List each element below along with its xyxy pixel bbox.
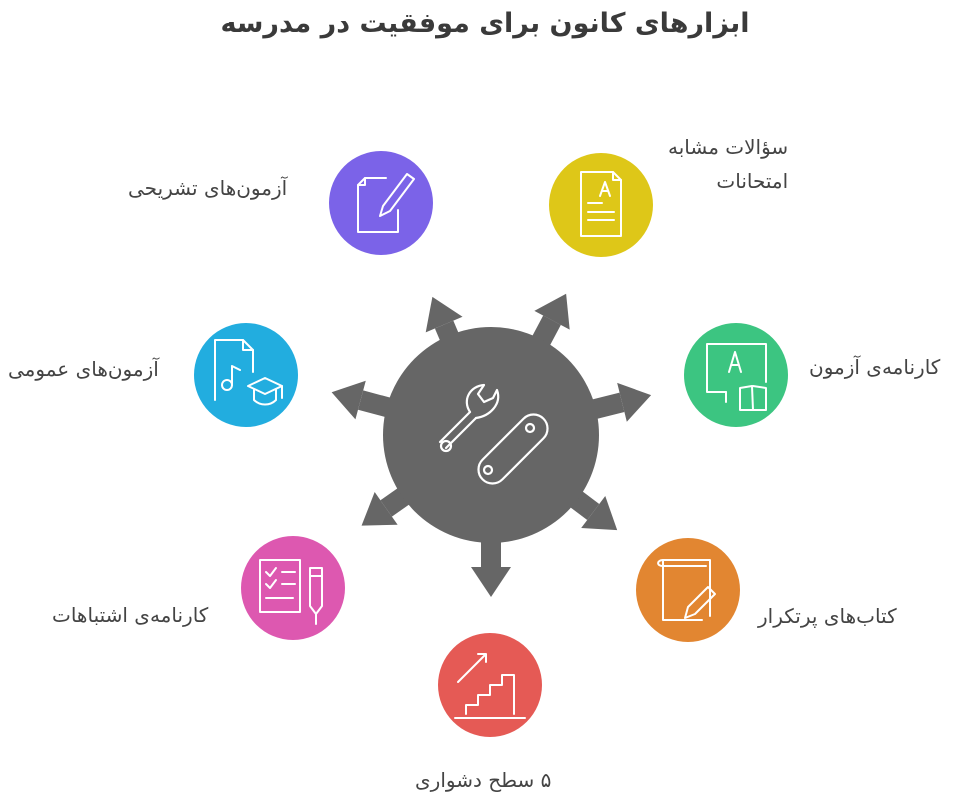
label-similar-questions: سؤالات مشابه امتحانات — [668, 130, 788, 198]
center-hub — [383, 327, 599, 543]
item-five-levels — [438, 633, 542, 737]
label-similar-questions-line1: سؤالات مشابه — [668, 135, 789, 159]
label-exam-report: کارنامه‌ی آزمون — [809, 355, 941, 379]
tools-icon — [438, 383, 549, 485]
label-similar-questions-line2: امتحانات — [716, 169, 789, 193]
item-frequent-books — [636, 538, 740, 642]
item-descriptive-tests — [329, 151, 433, 255]
label-descriptive-tests: آزمون‌های تشریحی — [128, 176, 288, 200]
item-mistakes-report — [241, 536, 345, 640]
label-general-tests: آزمون‌های عمومی — [8, 357, 159, 381]
checklist-pen-icon — [259, 559, 323, 625]
document-a-icon — [580, 171, 622, 237]
item-general-tests — [194, 323, 298, 427]
page-title: ابزارهای کانون برای موفقیت در مدرسه — [220, 8, 750, 39]
music-grad-icon — [214, 339, 283, 406]
pen-paper-icon — [357, 173, 415, 233]
stairs-arrow-icon — [454, 653, 526, 719]
label-mistakes-report: کارنامه‌ی اشتباهات — [52, 603, 209, 627]
item-similar-questions — [549, 153, 653, 257]
label-five-levels: ۵ سطح دشواری — [415, 768, 552, 792]
monitor-book-icon — [706, 343, 767, 411]
label-frequent-books: کتاب‌های پرتکرار — [758, 604, 897, 628]
book-pencil-icon — [657, 559, 716, 621]
item-exam-report — [684, 323, 788, 427]
